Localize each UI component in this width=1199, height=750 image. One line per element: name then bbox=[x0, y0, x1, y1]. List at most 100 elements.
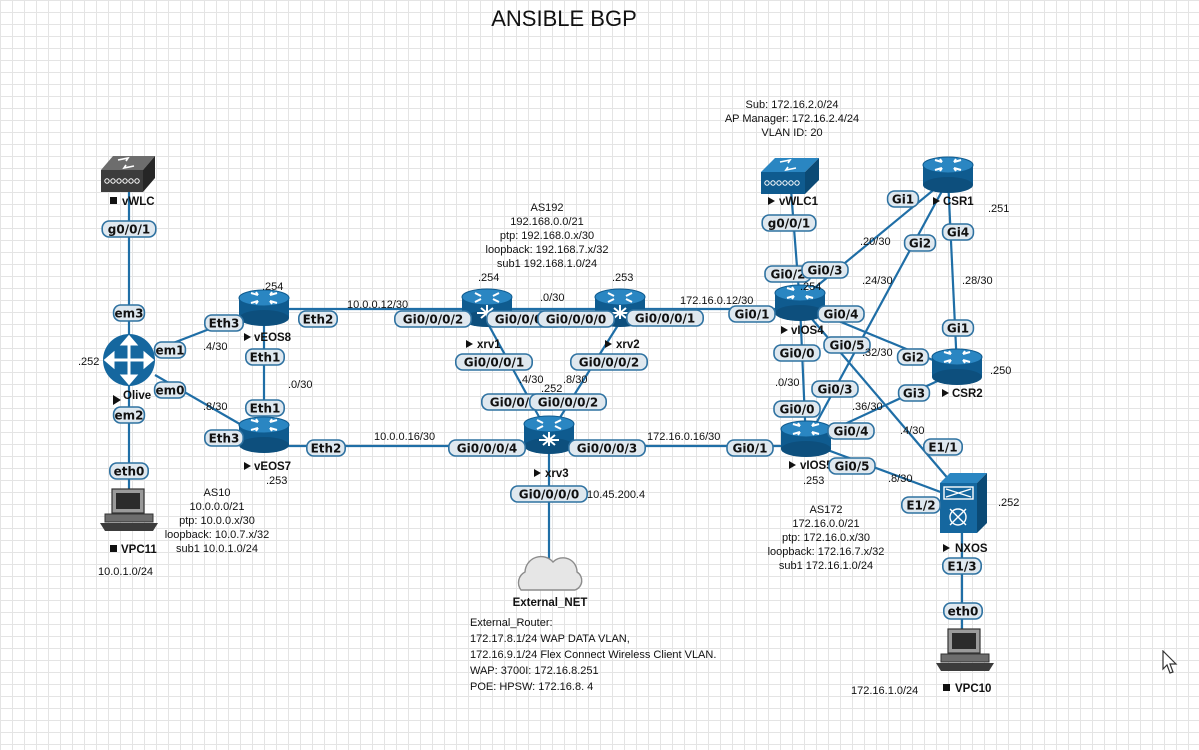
nxos-port-e1-2[interactable]: E1/2 bbox=[900, 496, 941, 514]
router-icon bbox=[238, 289, 290, 327]
nxos-port-e1-1[interactable]: E1/1 bbox=[922, 438, 963, 456]
xrv2-port-gi0-0-0-0[interactable]: Gi0/0/0/0 bbox=[536, 310, 615, 328]
xrv1-port-gi0-0-0-1[interactable]: Gi0/0/0/1 bbox=[454, 353, 533, 371]
vpc11-port-eth0[interactable]: eth0 bbox=[109, 462, 150, 480]
vios5-port-gi0-1[interactable]: Gi0/1 bbox=[726, 439, 774, 457]
csr2-port-gi1[interactable]: Gi1 bbox=[941, 319, 975, 337]
vpc11-subnet-label: 10.0.1.0/24 bbox=[98, 566, 153, 578]
nxos-port-e1-3[interactable]: E1/3 bbox=[941, 557, 982, 575]
link-vios4-vios5 bbox=[798, 304, 808, 443]
vios4-port-gi0-0[interactable]: Gi0/0 bbox=[773, 344, 821, 362]
port-label: E1/1 bbox=[928, 441, 957, 455]
vios4-port-gi0-5[interactable]: Gi0/5 bbox=[823, 336, 871, 354]
play-icon bbox=[244, 333, 251, 341]
node-vwlc[interactable]: vWLC bbox=[100, 155, 156, 208]
vios5-port-gi0-3[interactable]: Gi0/3 bbox=[811, 380, 859, 398]
node-xrv3[interactable]: xrv3 bbox=[523, 415, 575, 480]
vios4-port-gi0-3[interactable]: Gi0/3 bbox=[801, 261, 849, 279]
veos8-port-eth1[interactable]: Eth1 bbox=[245, 348, 286, 366]
play-icon bbox=[466, 340, 473, 348]
csr1-port-gi2[interactable]: Gi2 bbox=[903, 234, 937, 252]
veos7-port-eth3[interactable]: Eth3 bbox=[204, 429, 245, 447]
port-label: eth0 bbox=[948, 605, 979, 619]
veos8-port-eth3[interactable]: Eth3 bbox=[204, 314, 245, 332]
vwlc1-port-g0-0-1[interactable]: g0/0/1 bbox=[761, 214, 817, 232]
link-vios4-csr1 bbox=[799, 177, 949, 301]
port-label: Gi0/0 bbox=[779, 403, 814, 417]
link-subnet-label: .20/30 bbox=[860, 236, 891, 248]
vwlc-port-g0-0-1[interactable]: g0/0/1 bbox=[101, 220, 157, 238]
olive-port-em0[interactable]: em0 bbox=[153, 381, 187, 399]
node-veos8[interactable]: vEOS8 bbox=[238, 289, 292, 344]
node-csr2[interactable]: CSR2 bbox=[931, 348, 983, 400]
play-icon bbox=[113, 395, 121, 405]
veos8-port-eth2[interactable]: Eth2 bbox=[297, 310, 338, 328]
port-label: Eth1 bbox=[250, 402, 281, 416]
xrv3-port-gi0-0-0-3[interactable]: Gi0/0/0/3 bbox=[567, 439, 646, 457]
info-line: loopback: 172.16.7.x/32 bbox=[768, 546, 885, 558]
olive-port-em1[interactable]: em1 bbox=[153, 341, 187, 359]
vios5-port-gi0-5[interactable]: Gi0/5 bbox=[828, 457, 876, 475]
vios4-port-gi0-4[interactable]: Gi0/4 bbox=[817, 305, 865, 323]
port-label: Gi0/4 bbox=[833, 425, 868, 439]
vios4-port-gi0-2[interactable]: Gi0/2 bbox=[764, 265, 812, 283]
port-label: Gi0/3 bbox=[807, 264, 842, 278]
port-label: Gi0/0/0/1 bbox=[635, 312, 696, 326]
veos7-port-eth1[interactable]: Eth1 bbox=[245, 399, 286, 417]
info-line: AS10 bbox=[204, 487, 231, 499]
node-olive[interactable]: Olive bbox=[103, 334, 155, 405]
xrv3-port-gi0-0-0-2[interactable]: Gi0/0/0/2 bbox=[528, 393, 607, 411]
node-veos7[interactable]: vEOS7 bbox=[238, 416, 291, 473]
csr1-port-gi4[interactable]: Gi4 bbox=[941, 223, 975, 241]
node-vpc10[interactable]: VPC10 bbox=[935, 628, 995, 695]
csr2-port-gi2[interactable]: Gi2 bbox=[896, 348, 930, 366]
node-vios4[interactable]: vIOS4 bbox=[774, 284, 826, 337]
node-label: VPC10 bbox=[955, 683, 991, 695]
vpc10-port-eth0[interactable]: eth0 bbox=[942, 602, 983, 620]
link-subnet-label: 172.16.0.16/30 bbox=[647, 431, 720, 443]
vios4-port-gi0-1[interactable]: Gi0/1 bbox=[728, 305, 776, 323]
olive-port-em3[interactable]: em3 bbox=[112, 304, 146, 322]
node-vios5[interactable]: vIOS5 bbox=[780, 420, 833, 472]
node-label: xrv1 bbox=[477, 339, 501, 351]
xrv1-port-gi0-0-0-2[interactable]: Gi0/0/0/2 bbox=[393, 310, 472, 328]
link-subnet-label: .0/30 bbox=[775, 377, 799, 389]
xrv2-port-gi0-0-0-2[interactable]: Gi0/0/0/2 bbox=[569, 353, 648, 371]
pc-icon bbox=[99, 488, 159, 532]
stop-icon bbox=[110, 197, 117, 204]
mouse-cursor-icon bbox=[1162, 650, 1178, 674]
node-xrv1[interactable]: xrv1 bbox=[461, 288, 513, 351]
xrv3-port-gi0-0-0-0[interactable]: Gi0/0/0/0 bbox=[509, 485, 588, 503]
xrv3-port-gi0-0-0-4[interactable]: Gi0/0/0/4 bbox=[447, 439, 526, 457]
port-label: em3 bbox=[115, 307, 144, 321]
node-nxos[interactable]: NXOS bbox=[940, 473, 988, 555]
port-label: E1/3 bbox=[947, 560, 976, 574]
node-csr1[interactable]: CSR1 bbox=[922, 156, 974, 208]
port-label: g0/0/1 bbox=[768, 217, 810, 231]
node-xrv2[interactable]: xrv2 bbox=[594, 288, 646, 351]
node-external-net[interactable]: External_NET bbox=[513, 555, 588, 609]
play-icon bbox=[768, 197, 775, 205]
veos7-port-eth2[interactable]: Eth2 bbox=[305, 439, 346, 457]
csr1-port-gi1[interactable]: Gi1 bbox=[886, 190, 920, 208]
vios5-port-gi0-0[interactable]: Gi0/0 bbox=[773, 400, 821, 418]
port-label: Gi0/0/0/2 bbox=[579, 356, 640, 370]
xrv2-port-gi0-0-0-1[interactable]: Gi0/0/0/1 bbox=[625, 309, 704, 327]
olive-port-em2[interactable]: em2 bbox=[112, 406, 146, 424]
port-label: Eth2 bbox=[303, 313, 334, 327]
cloud-icon bbox=[517, 555, 583, 591]
node-vpc11[interactable]: VPC11 bbox=[99, 488, 159, 556]
csr2-port-gi3[interactable]: Gi3 bbox=[897, 384, 931, 402]
node-label: CSR2 bbox=[952, 388, 983, 400]
pc-icon bbox=[935, 628, 995, 672]
port-label: Gi0/3 bbox=[817, 383, 852, 397]
vios5-port-gi0-4[interactable]: Gi0/4 bbox=[827, 422, 875, 440]
node-vwlc1[interactable]: vWLC1 bbox=[760, 157, 820, 208]
link-subnet-label: .8/30 bbox=[888, 473, 912, 485]
play-icon bbox=[781, 326, 788, 334]
play-icon bbox=[534, 469, 541, 477]
